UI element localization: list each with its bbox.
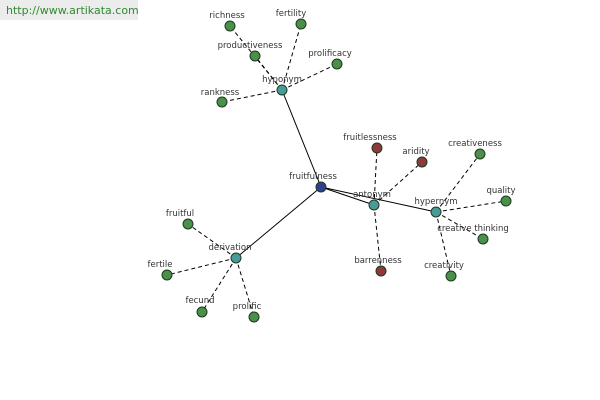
node-label-hyponym: hyponym	[262, 75, 302, 85]
node-label-productiveness: productiveness	[218, 41, 283, 51]
edge-antonym-aridity	[373, 161, 423, 206]
node-label-hypernym: hypernym	[414, 197, 457, 207]
node-barrenness[interactable]	[375, 265, 387, 277]
node-prolific[interactable]	[248, 311, 260, 323]
edge-hyponym-fertility	[281, 23, 302, 91]
node-label-fruitfulness: fruitfulness	[289, 172, 337, 182]
node-rankness[interactable]	[216, 96, 228, 108]
node-label-fertility: fertility	[276, 9, 307, 19]
node-hyponym[interactable]	[276, 84, 288, 96]
node-label-derivation: derivation	[208, 243, 251, 253]
node-aridity[interactable]	[416, 156, 428, 168]
node-label-barrenness: barrenness	[354, 256, 402, 266]
node-productiveness[interactable]	[249, 50, 261, 62]
node-fruitlessness[interactable]	[371, 142, 383, 154]
node-derivation[interactable]	[230, 252, 242, 264]
edge-layer	[166, 23, 507, 318]
node-antonym[interactable]	[368, 199, 380, 211]
node-creative-thinking[interactable]	[477, 233, 489, 245]
edge-derivation-fertile	[166, 257, 237, 276]
node-label-fecund: fecund	[185, 296, 214, 306]
edge-hypernym-quality	[435, 200, 507, 213]
edge-hyponym-productiveness	[254, 55, 283, 91]
edge-derivation-fruitful	[187, 223, 237, 259]
edge-hyponym-rankness	[221, 89, 283, 103]
node-hypernym[interactable]	[430, 206, 442, 218]
node-label-fruitful: fruitful	[166, 209, 194, 219]
edge-derivation-prolific	[235, 257, 255, 318]
node-fruitful[interactable]	[182, 218, 194, 230]
node-fertile[interactable]	[161, 269, 173, 281]
url-banner: http://www.artikata.com	[0, 0, 139, 20]
node-label-prolific: prolific	[233, 302, 262, 312]
node-label-fruitlessness: fruitlessness	[343, 133, 397, 143]
edge-hypernym-creativeness	[435, 153, 481, 213]
edge-hypernym-creativity	[435, 211, 452, 277]
node-label-antonym: antonym	[353, 190, 391, 200]
node-richness[interactable]	[224, 20, 236, 32]
node-layer	[161, 18, 512, 323]
node-fecund[interactable]	[196, 306, 208, 318]
edge-antonym-fruitlessness	[373, 147, 378, 206]
label-layer: fruitfulness hyponym antonym hypernym deriva…	[147, 9, 515, 312]
node-quality[interactable]	[500, 195, 512, 207]
node-label-creative-thinking: creative thinking	[437, 224, 509, 234]
node-label-quality: quality	[486, 186, 515, 196]
edge-fruitfulness-hypernym	[320, 186, 437, 213]
node-prolificacy[interactable]	[331, 58, 343, 70]
edge-hypernym-creative-thinking	[435, 211, 484, 240]
edge-hyponym-prolificacy	[281, 63, 338, 91]
edge-derivation-fecund	[201, 257, 237, 313]
node-fertility[interactable]	[295, 18, 307, 30]
site-link[interactable]: http://www.artikata.com	[6, 4, 139, 17]
node-label-prolificacy: prolificacy	[308, 49, 352, 59]
node-creativity[interactable]	[445, 270, 457, 282]
edge-fruitfulness-antonym	[320, 186, 375, 206]
node-label-rankness: rankness	[201, 88, 240, 98]
node-label-richness: richness	[209, 11, 245, 21]
edge-fruitfulness-hyponym	[281, 89, 322, 188]
node-fruitfulness[interactable]	[315, 181, 327, 193]
node-label-aridity: aridity	[402, 147, 429, 157]
node-label-creativity: creativity	[424, 261, 464, 271]
edge-fruitfulness-derivation	[235, 186, 322, 259]
node-label-fertile: fertile	[147, 260, 172, 270]
node-creativeness[interactable]	[474, 148, 486, 160]
node-label-creativeness: creativeness	[448, 139, 502, 149]
